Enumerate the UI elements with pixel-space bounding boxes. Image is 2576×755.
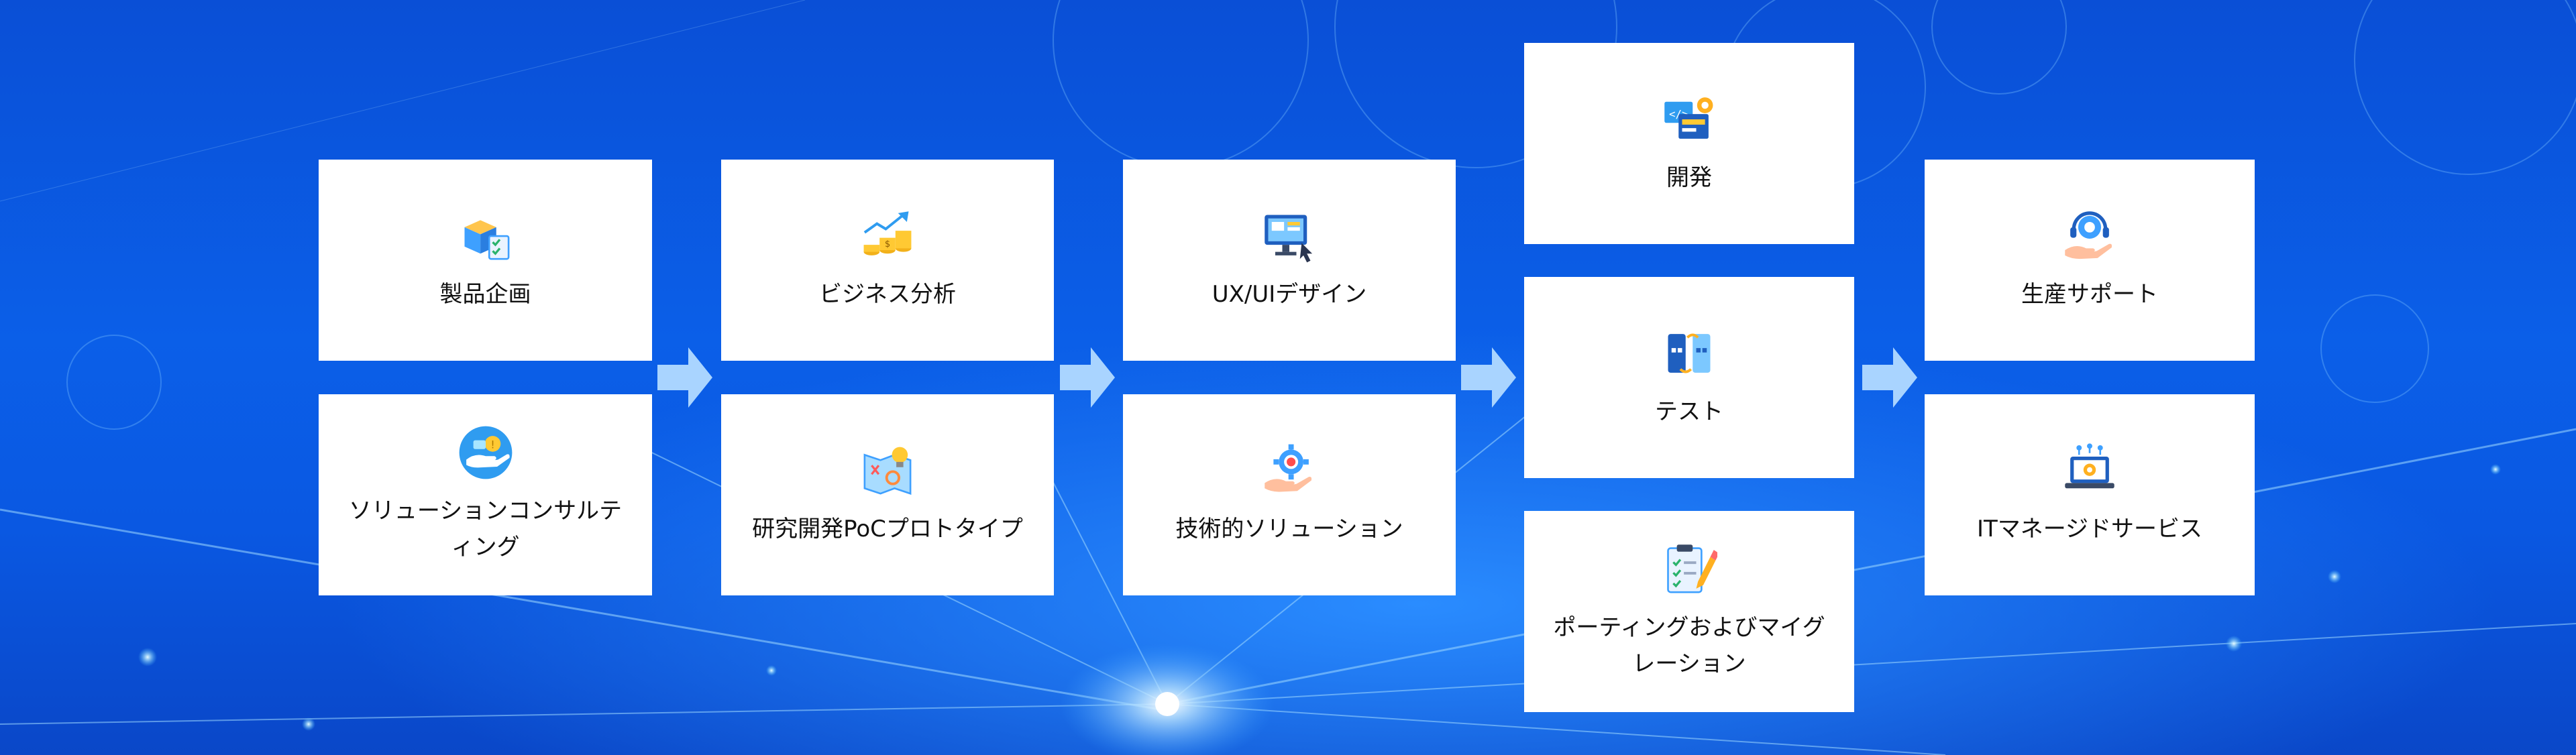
arrow-right-icon: [1060, 347, 1115, 408]
product-cube-checklist-icon: [464, 220, 509, 260]
arrow-right-icon: [1862, 347, 1917, 408]
card-label: 生産サポート: [2021, 281, 2158, 308]
card-label: ビジネス分析: [819, 281, 956, 308]
card-label: 開発: [1666, 164, 1712, 191]
ab-test-icon: [1668, 333, 1711, 373]
hand-gear-bug-icon: [1265, 444, 1312, 492]
card-porting-migration: ポーティングおよびマイグレーション: [1524, 511, 1854, 712]
card-it-managed-services: ITマネージドサービス: [1925, 394, 2255, 595]
blueprint-lightbulb-icon: [863, 447, 912, 495]
card-label: ITマネージドサービス: [1976, 516, 2203, 542]
coins-growth-chart-icon: $: [863, 211, 912, 255]
svg-text:$: $: [885, 239, 890, 249]
clipboard-pencil-icon: [1667, 544, 1717, 593]
card-label: ソリューションコンサルティング: [348, 498, 623, 561]
card-label: 研究開発PoCプロトタイプ: [752, 516, 1023, 542]
card-business-analysis: $ ビジネス分析: [721, 160, 1054, 361]
hand-coin-consulting-icon: !: [459, 426, 512, 479]
code-windows-gear-icon: </>: [1664, 97, 1713, 139]
hand-headset-gear-icon: [2065, 211, 2112, 259]
card-solution-consulting: ! ソリューションコンサルティング: [319, 394, 652, 595]
arrow-right-icon: [657, 347, 712, 408]
card-label: 技術的ソリューション: [1175, 516, 1403, 542]
monitor-design-icon: [1265, 215, 1313, 263]
arrow-right-icon: [1461, 347, 1516, 408]
svg-text:!: !: [490, 438, 494, 451]
card-label: UX/UIデザイン: [1212, 281, 1367, 308]
card-ux-ui-design: UX/UIデザイン: [1123, 160, 1456, 361]
card-label: 製品企画: [439, 281, 531, 308]
card-label: ポーティングおよびマイグレーション: [1553, 614, 1825, 677]
card-production-support: 生産サポート: [1925, 160, 2255, 361]
card-product-planning: 製品企画: [319, 160, 652, 361]
card-label: テスト: [1655, 398, 1723, 425]
laptop-gear-network-icon: [2065, 443, 2114, 489]
card-rnd-poc-prototype: 研究開発PoCプロトタイプ: [721, 394, 1054, 595]
card-development: </> 開発: [1524, 43, 1854, 244]
card-testing: テスト: [1524, 277, 1854, 478]
card-technical-solutions: 技術的ソリューション: [1123, 394, 1456, 595]
